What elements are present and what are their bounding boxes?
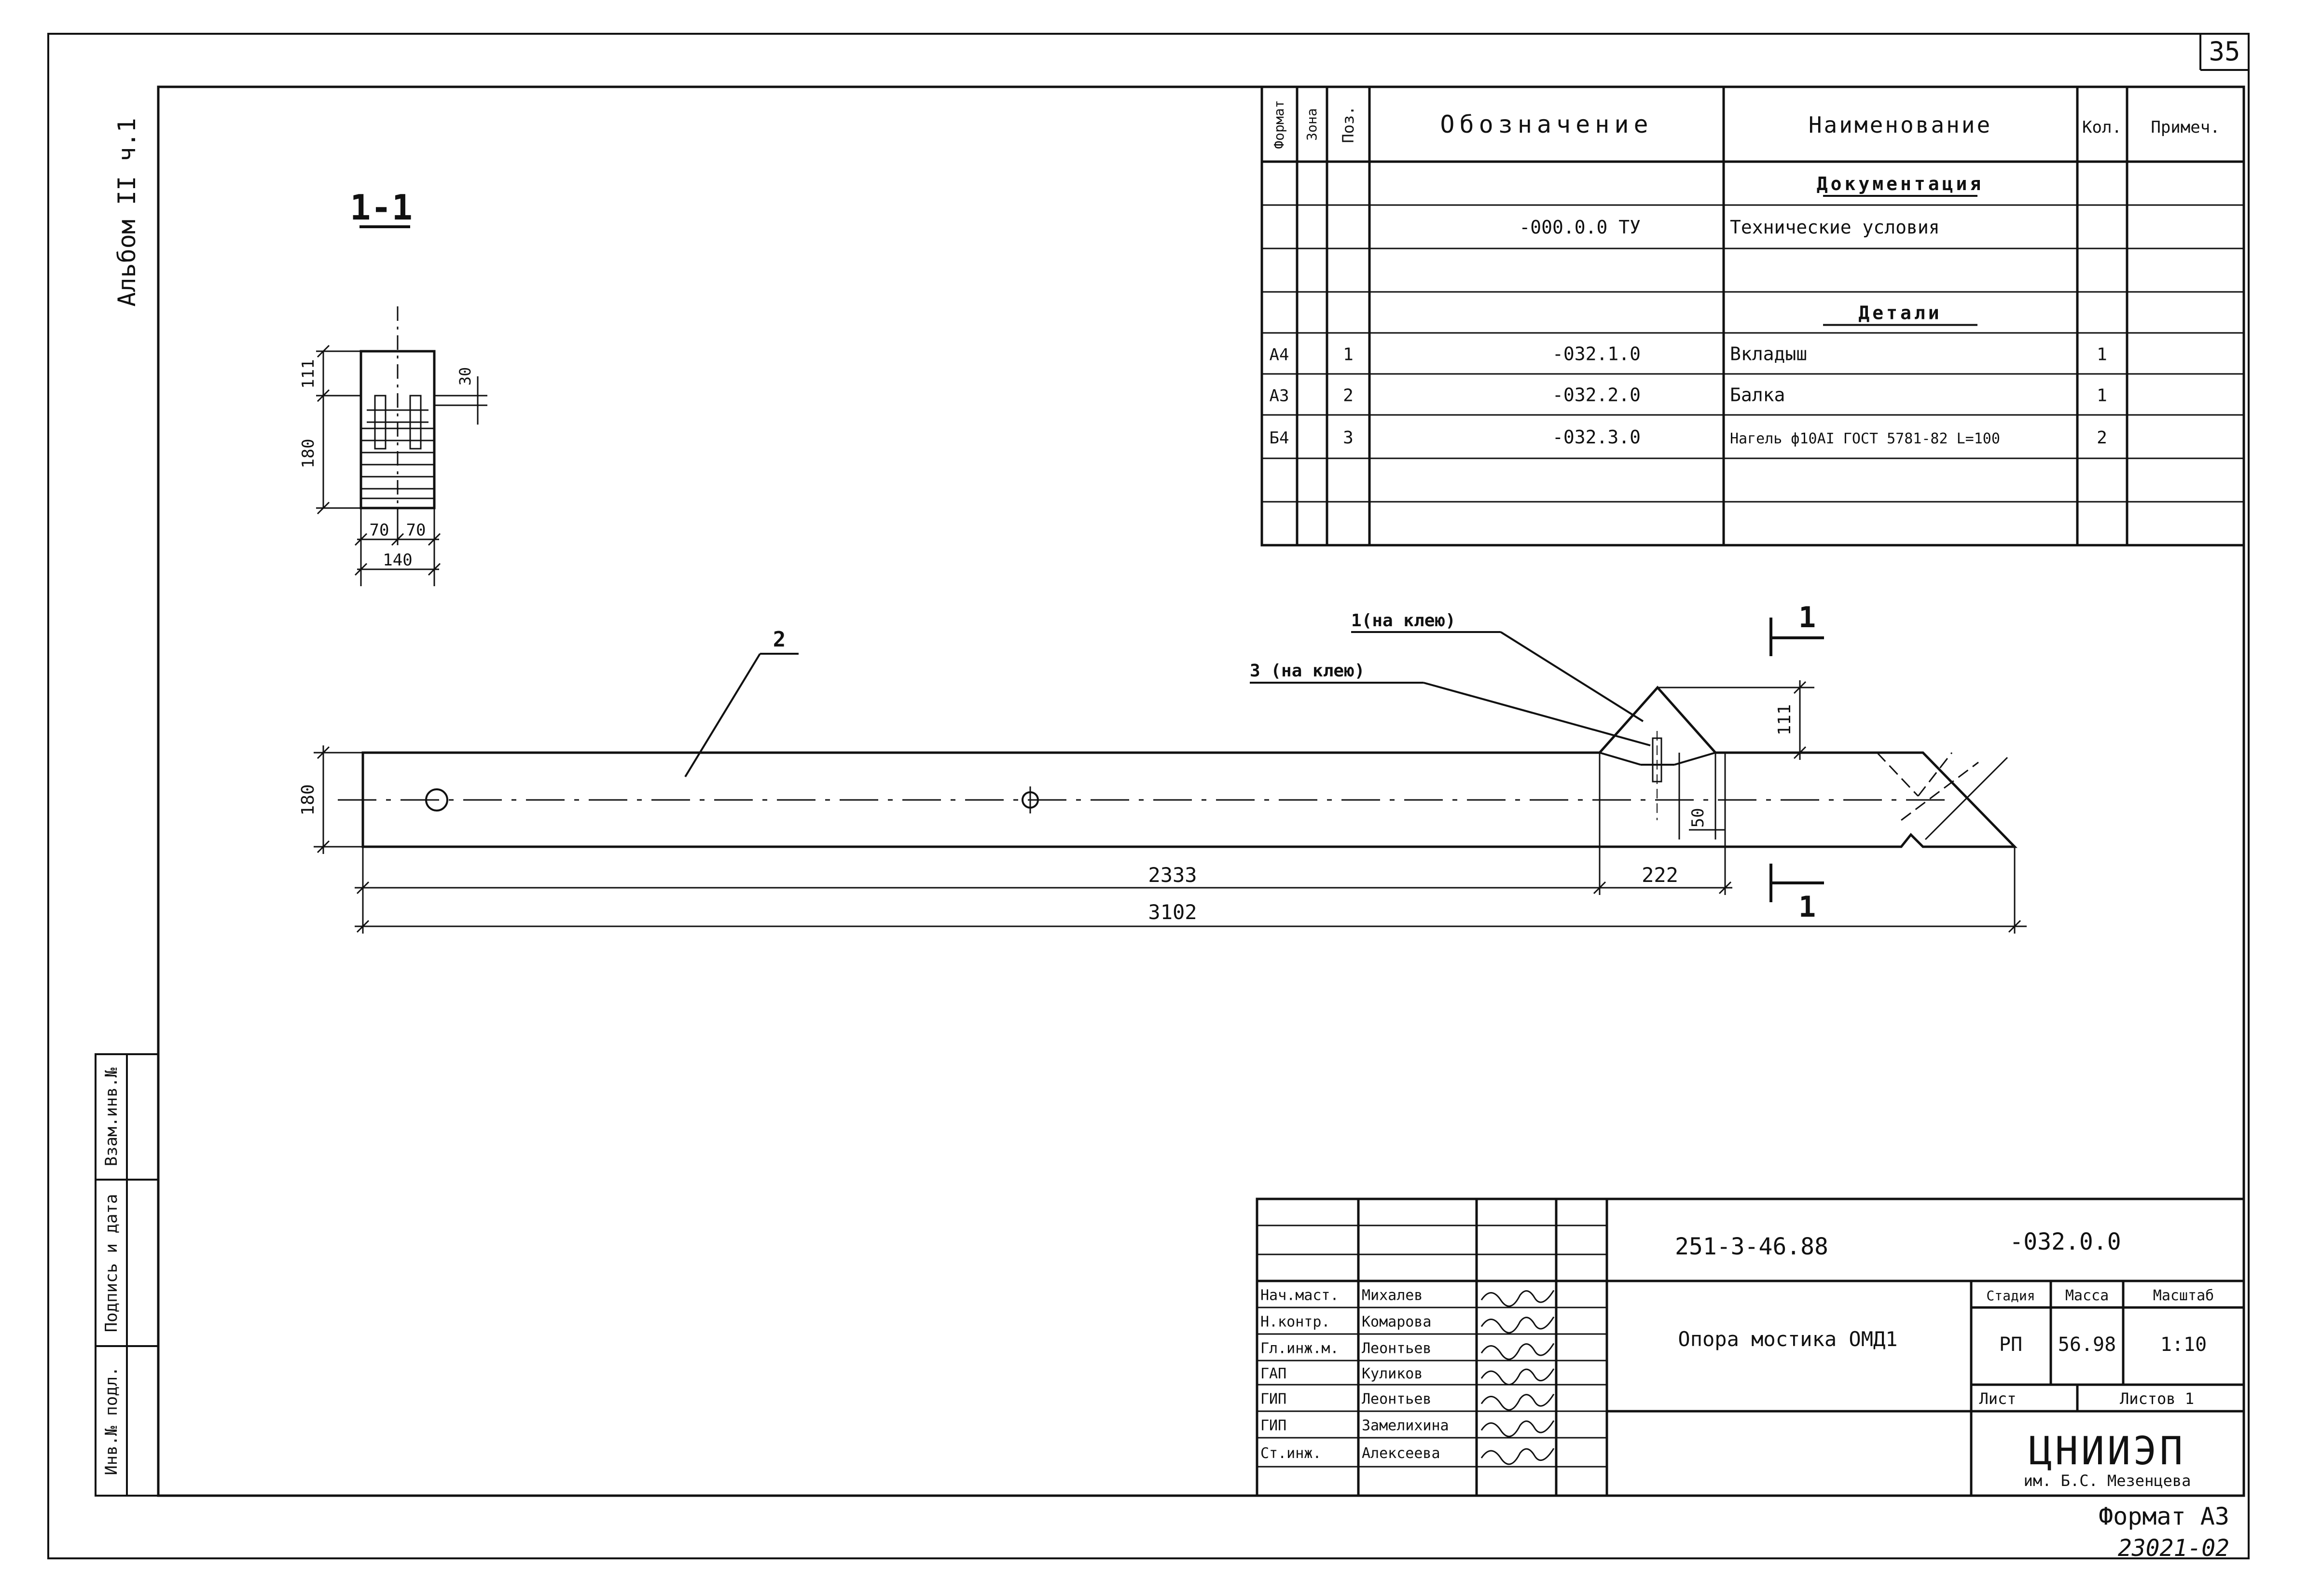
title-stage-label: Стадия xyxy=(1986,1288,2035,1304)
spec-header-note: Примеч. xyxy=(2151,118,2220,137)
title-mass-label: Масса xyxy=(2065,1287,2109,1304)
handwritten-signature xyxy=(1480,1343,1555,1360)
sheet-frame xyxy=(47,33,2250,1559)
spec-header-qty: Кол. xyxy=(2082,118,2122,137)
spec-cell-format: А4 xyxy=(1270,345,1289,365)
section-mark-top: 1 xyxy=(1798,601,1816,634)
spec-rows: Документация -000.0.0 ТУ Технические услов… xyxy=(1270,173,2107,448)
signature-role: Н.контр. xyxy=(1260,1314,1330,1331)
handwritten-signature xyxy=(1480,1448,1555,1465)
album-label: Альбом II ч.1 xyxy=(113,118,141,306)
section-dim-111: 111 xyxy=(299,359,318,388)
signature-role: Ст.инж. xyxy=(1260,1445,1321,1462)
elevation-dim-50: 50 xyxy=(1688,808,1708,828)
spec-header-format: Формат xyxy=(1271,100,1287,149)
spec-cell-designation: -032.1.0 xyxy=(1552,344,1641,365)
elevation-view: 2 1(на клею) 3 (на клею) 1 1 xyxy=(298,601,2027,934)
spec-table xyxy=(1260,85,2245,547)
signature-name: Михалев xyxy=(1362,1287,1423,1304)
spec-cell-pos: 2 xyxy=(1343,386,1354,406)
signature-name: Куликов xyxy=(1362,1365,1423,1382)
spec-cell-qty: 1 xyxy=(2097,386,2107,406)
handwritten-signature xyxy=(1480,1290,1555,1307)
signature-role: Гл.инж.м. xyxy=(1260,1340,1339,1357)
spec-header-designation: Обозначение xyxy=(1440,110,1653,138)
spec-header-name: Наименование xyxy=(1809,112,1992,138)
spec-cell-pos: 3 xyxy=(1343,428,1354,448)
section-dim-70-right: 70 xyxy=(406,521,426,540)
elevation-dim-180: 180 xyxy=(298,784,318,815)
handwritten-signature xyxy=(1480,1316,1555,1334)
page-number: 35 xyxy=(2209,36,2240,67)
side-stamp-inv-podl: Инв.№ подл. xyxy=(102,1366,121,1475)
section-dim-30: 30 xyxy=(456,367,474,386)
org-subtitle: им. Б.С. Мезенцева xyxy=(2024,1472,2191,1490)
signature-role: Нач.маст. xyxy=(1260,1287,1339,1304)
archive-number: 23021-02 xyxy=(2118,1535,2229,1562)
title-sheet-label: Лист xyxy=(1979,1390,2016,1408)
section-dim-70-left: 70 xyxy=(370,521,389,540)
format-label: Формат А3 xyxy=(2099,1502,2229,1530)
handwritten-signature xyxy=(1480,1420,1555,1437)
spec-header-pos: Поз. xyxy=(1339,106,1357,143)
side-stamp-podpis: Подпись и дата xyxy=(102,1194,121,1333)
handwritten-signature xyxy=(1480,1368,1555,1386)
spec-cell-name: Детали xyxy=(1858,303,1942,324)
section-dim-140: 140 xyxy=(383,550,412,570)
section-dim-180: 180 xyxy=(299,439,318,468)
title-sheets-label: Листов 1 xyxy=(2120,1390,2194,1408)
callout-insert: 1(на клею) xyxy=(1351,611,1456,631)
signature-name: Комарова xyxy=(1362,1314,1432,1331)
elevation-dim-2333: 2333 xyxy=(1148,863,1197,887)
elevation-pos-2: 2 xyxy=(773,627,786,652)
spec-cell-designation: -032.3.0 xyxy=(1552,427,1641,448)
spec-cell-designation: -032.2.0 xyxy=(1552,385,1641,406)
spec-cell-pos: 1 xyxy=(1343,345,1354,365)
title-drawing-name: Опора мостика ОМД1 xyxy=(1678,1327,1897,1351)
title-scale: 1:10 xyxy=(2160,1334,2207,1356)
spec-cell-designation: -000.0.0 ТУ xyxy=(1519,217,1641,238)
spec-cell-format: А3 xyxy=(1270,386,1289,406)
section-title: 1-1 xyxy=(350,187,413,228)
signature-name: Леонтьев xyxy=(1362,1340,1432,1357)
spec-cell-name: Балка xyxy=(1730,385,1785,406)
elevation-dim-222: 222 xyxy=(1642,863,1678,887)
side-stamp-vzam: Взам.инв.№ xyxy=(102,1067,121,1166)
callout-dowel: 3 (на клею) xyxy=(1250,661,1365,681)
title-stage: РП xyxy=(1999,1334,2022,1356)
org-name: ЦНИИЭП xyxy=(2029,1429,2186,1473)
signature-role: ГАП xyxy=(1260,1365,1286,1382)
section-1-1: 1-1 xyxy=(299,187,487,586)
signature-name: Алексеева xyxy=(1362,1445,1440,1462)
spec-cell-name: Технические условия xyxy=(1730,217,1940,238)
signature-name: Леонтьев xyxy=(1362,1391,1432,1408)
title-block xyxy=(1256,1197,2245,1497)
handwritten-signature xyxy=(1480,1393,1555,1411)
title-scale-label: Масштаб xyxy=(2153,1287,2214,1304)
spec-cell-format: Б4 xyxy=(1270,428,1289,448)
spec-cell-qty: 1 xyxy=(2097,345,2107,365)
elevation-dim-111: 111 xyxy=(1775,704,1795,735)
title-doc-code: -032.0.0 xyxy=(2009,1228,2121,1255)
spec-cell-name: Вкладыш xyxy=(1730,344,1807,365)
section-mark-bottom: 1 xyxy=(1798,890,1816,924)
signature-role: ГИП xyxy=(1260,1391,1286,1408)
title-mass: 56.98 xyxy=(2058,1334,2116,1356)
spec-header-zone: Зона xyxy=(1304,108,1320,140)
elevation-dim-3102: 3102 xyxy=(1148,900,1197,924)
spec-cell-qty: 2 xyxy=(2097,428,2107,448)
side-stamp xyxy=(95,1053,159,1497)
signature-role: ГИП xyxy=(1260,1417,1286,1434)
signature-name: Замелихина xyxy=(1362,1417,1449,1434)
spec-cell-name: Документация xyxy=(1817,173,1984,194)
title-project-code: 251-3-46.88 xyxy=(1675,1233,1828,1260)
spec-cell-name: Нагель ф10АI ГОСТ 5781-82 L=100 xyxy=(1730,430,2000,447)
